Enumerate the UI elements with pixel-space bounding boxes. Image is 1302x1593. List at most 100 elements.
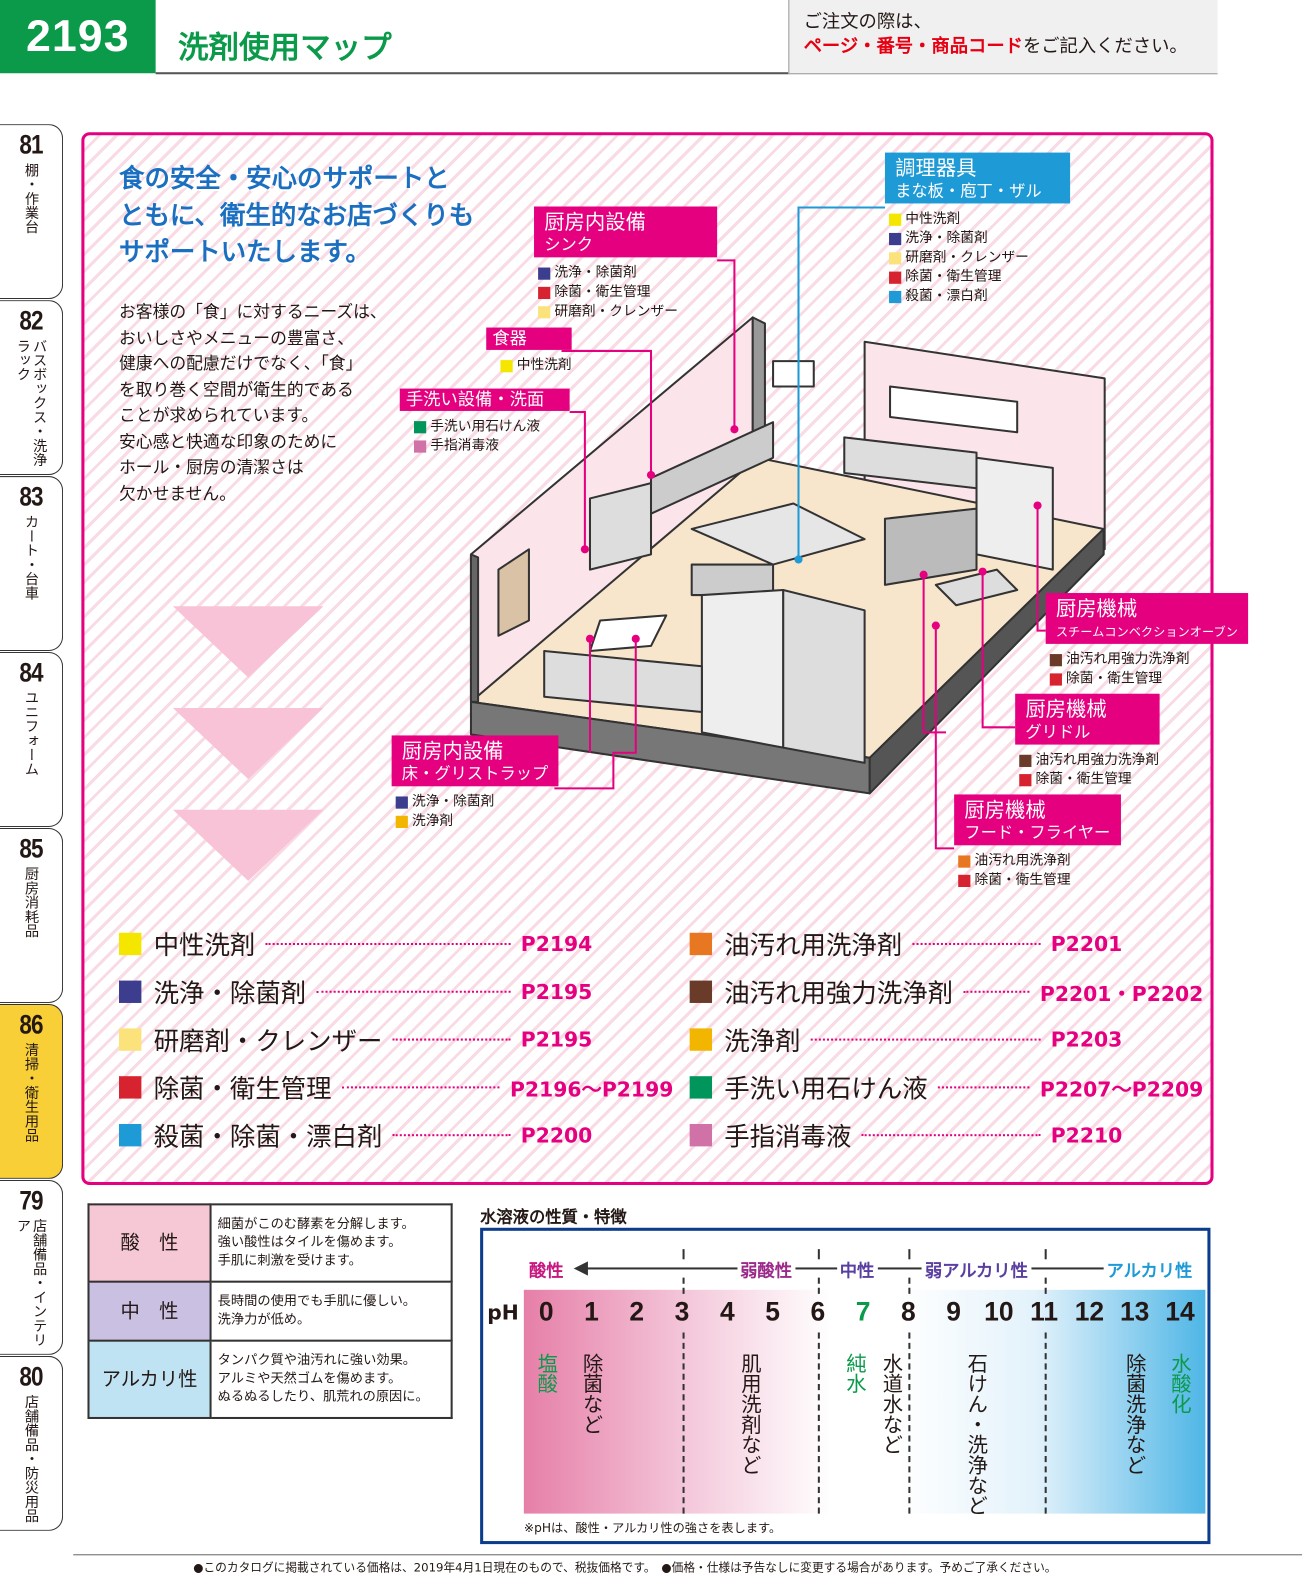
color-swatch-icon [689,1076,713,1099]
legend-item[interactable]: 研磨剤・クレンザー P2195 [119,1019,673,1060]
legend-page-link[interactable]: P2194 [520,931,593,957]
section-tab-80[interactable]: 80 店舗備品・防災用品 [0,1355,64,1531]
section-tab-81[interactable]: 81 棚・作業台 [0,124,64,300]
color-swatch-icon [119,980,142,1003]
ph-tick-label: 13 [1119,1295,1150,1327]
section-tab-85[interactable]: 85 厨房消耗品 [0,828,64,1003]
property-desc-line: 長時間の使用でも手肌に優しい。 [217,1293,417,1310]
color-swatch-icon [119,1076,142,1099]
callout-fryer: 厨房機械フード・フライヤー 油汚れ用洗浄剤除菌・衛生管理 [954,794,1121,890]
legend-item[interactable]: 油汚れ用強力洗浄剤 P2201・P2202 [689,971,1204,1012]
callout-item: 中性洗剤 [500,356,572,375]
property-desc: 長時間の使用でも手肌に優しい。洗浄力が低め。 [209,1280,453,1342]
callout-title: 厨房内設備 [544,209,646,234]
callout-utensils: 調理器具まな板・庖丁・ザル 中性洗剤洗浄・除菌剤研磨剤・クレンザー除菌・衛生管理… [884,152,1071,307]
ph-tick-label: 7 [855,1295,871,1327]
callout-items: 油汚れ用強力洗浄剤除菌・衛生管理 [1049,650,1248,689]
ph-divider [817,1332,820,1514]
property-desc-line: アルミや天然ゴムを傷めます。 [217,1371,402,1387]
ph-class-label: アルカリ性 [1103,1256,1196,1282]
callout-header: 厨房内設備シンク [534,206,718,258]
section-tab-86[interactable]: 86 清掃・衛生用品 [0,1003,64,1179]
ph-tick-label: 3 [674,1295,690,1327]
callout-item: 中性洗剤 [889,210,1070,229]
legend-page-link[interactable]: P2201 [1050,931,1123,957]
legend-item[interactable]: 手洗い用石けん液 P2207〜P2209 [689,1067,1204,1108]
callout-item-label: 油汚れ用強力洗浄剤 [1035,751,1160,768]
callout-item: 手洗い用石けん液 [414,417,570,436]
callout-item: 除菌・衛生管理 [1019,770,1159,789]
legend-label: 油汚れ用洗浄剤 [724,930,903,961]
properties-table: 酸 性細菌がこのむ酵素を分解します。強い酸性はタイルを傷めます。手肌に刺激を受け… [87,1203,453,1419]
callout-item: 研磨剤・クレンザー [538,302,717,321]
tab-label: 厨房消耗品 [22,866,40,938]
callout-header: 食器 [486,327,572,350]
body-line: 欠かせません。 [119,483,237,504]
section-tab-84[interactable]: 84 ユニフォーム [0,652,64,827]
color-swatch-icon [889,251,902,264]
tab-label: カート・台車 [22,514,40,601]
color-swatch-icon [689,932,713,956]
legend-label: 殺菌・除菌・漂白剤 [153,1121,383,1152]
property-key: アルカリ性 [87,1339,212,1419]
legend-item[interactable]: 除菌・衛生管理 P2196〜P2199 [119,1067,673,1108]
color-swatch-icon [889,213,902,226]
callout-item-label: 洗浄・除菌剤 [905,229,988,247]
legend-item[interactable]: 中性洗剤 P2194 [119,924,673,965]
color-swatch-icon [1049,672,1062,686]
section-tab-83[interactable]: 83 カート・台車 [0,476,64,652]
callout-griddle: 厨房機械グリドル 油汚れ用強力洗浄剤除菌・衛生管理 [1015,693,1160,790]
callout-item: 洗浄・除菌剤 [538,263,717,282]
callout-title: 食器 [492,328,527,349]
legend-page-link[interactable]: P2201・P2202 [1039,981,1204,1006]
property-desc-line: 強い酸性はタイルを傷めます。 [217,1234,402,1251]
color-swatch-icon [538,267,551,280]
legend-item[interactable]: 油汚れ用洗浄剤 P2201 [689,924,1204,965]
callout-subtitle: スチームコンベクションオーブン [1055,624,1238,639]
section-tab-79[interactable]: 79 店舗備品・インテリア [0,1179,64,1355]
body-line: ことが求められています。 [119,405,319,426]
color-swatch-icon [119,932,142,956]
legend-item[interactable]: 殺菌・除菌・漂白剤 P2200 [119,1115,673,1156]
callout-item-label: 手洗い用石けん液 [430,418,541,435]
tab-label: バスボックス・洗浄ラック [14,338,48,467]
callout-items: 洗浄・除菌剤除菌・衛生管理研磨剤・クレンザー [538,263,717,321]
callout-item-label: 手指消毒液 [430,437,499,454]
callout-handwash: 手洗い設備・洗面 手洗い用石けん液手指消毒液 [399,388,570,456]
work-table [690,502,866,566]
legend-page-link[interactable]: P2200 [520,1122,593,1148]
tab-label: 棚・作業台 [22,162,40,234]
callout-title: 厨房機械 [1055,596,1138,621]
legend-page-link[interactable]: P2203 [1050,1027,1123,1052]
ph-tick-label: 10 [984,1295,1014,1327]
ph-divider [682,1332,685,1514]
property-desc-line: ぬるぬるしたり、肌荒れの原因に。 [217,1389,429,1405]
legend-label: 中性洗剤 [153,930,256,961]
legend-page-link[interactable]: P2196〜P2199 [509,1076,674,1102]
color-swatch-icon [689,980,713,1003]
body-line: おいしさやメニューの豊富さ、 [119,328,354,348]
callout-item-label: 除菌・衛生管理 [554,283,651,301]
legend-page-link[interactable]: P2195 [520,1027,593,1052]
callout-item: 殺菌・漂白剤 [889,287,1070,306]
callout-item-label: 研磨剤・クレンザー [905,249,1029,266]
sink-counter [649,421,775,515]
legend-page-link[interactable]: P2210 [1050,1122,1123,1148]
callout-header: 厨房内設備床・グリストラップ [391,735,559,787]
legend-item[interactable]: 洗浄・除菌剤 P2195 [119,971,673,1012]
property-desc-line: 細菌がこのむ酵素を分解します。 [217,1216,415,1232]
ph-gradient-bar [523,1289,1206,1514]
legend-page-link[interactable]: P2195 [520,979,593,1004]
callout-item-label: 中性洗剤 [905,210,961,227]
order-note-line1: ご注文の際は、 [803,11,932,33]
color-swatch-icon [889,290,902,303]
legend-page-link[interactable]: P2207〜P2209 [1039,1076,1204,1102]
ph-tick-label: 1 [584,1295,599,1327]
legend-item[interactable]: 手指消毒液 P2210 [689,1115,1204,1156]
color-swatch-icon [395,795,408,809]
legend-label: 手洗い用石けん液 [724,1074,928,1104]
body-line: 健康への配慮だけでなく、「食」 [119,353,363,374]
callout-item: 除菌・衛生管理 [538,283,717,302]
legend-item[interactable]: 洗浄剤 P2203 [689,1019,1204,1060]
section-tab-82[interactable]: 82 バスボックス・洗浄ラック [0,300,64,476]
